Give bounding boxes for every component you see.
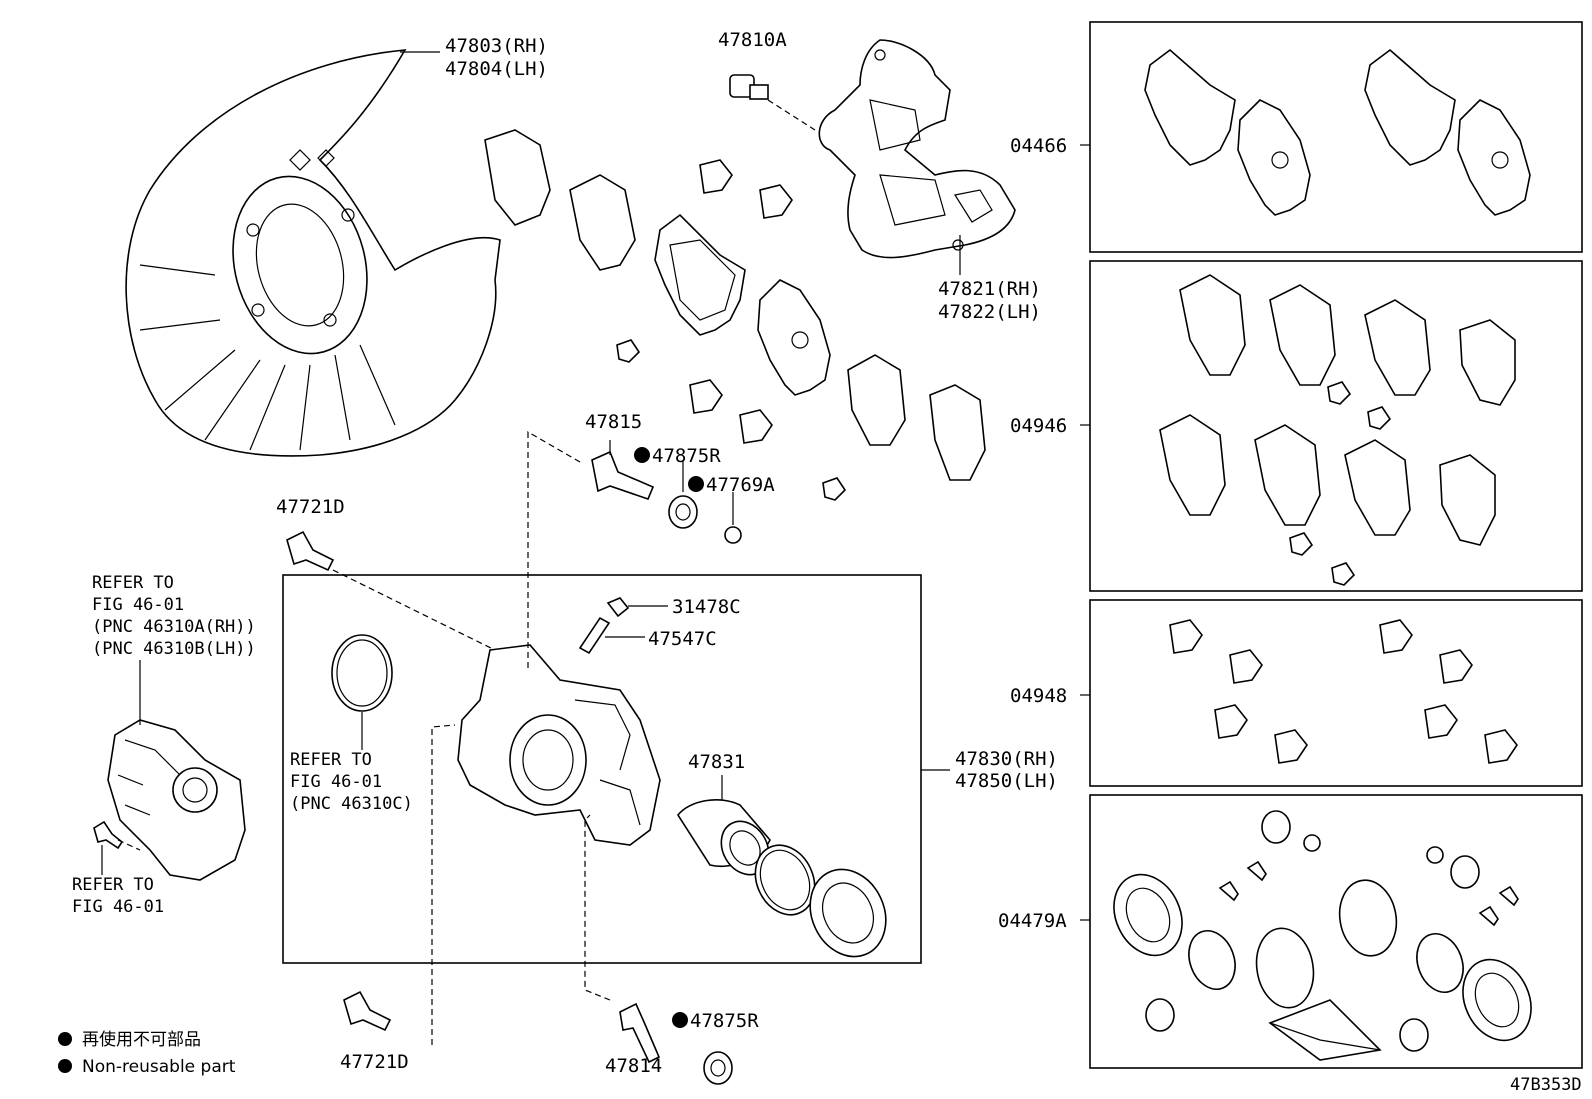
parking-brake-actuator[interactable] xyxy=(107,719,246,881)
pad-support-clip-4[interactable] xyxy=(739,409,773,444)
kit-box-shims xyxy=(1089,260,1583,592)
refer-seal-line1: REFER TO xyxy=(290,750,372,770)
label-kit-shims: 04946 xyxy=(1010,415,1067,437)
leader-pin-upper-caliper xyxy=(527,430,581,668)
leader-bolt-lower-caliper xyxy=(431,724,456,1045)
kit-pads-contents[interactable] xyxy=(1144,48,1531,216)
label-caliper-lh: 47850(LH) xyxy=(955,770,1058,792)
brake-pad-outer[interactable] xyxy=(654,213,746,336)
legend-text-jp: 再使用不可部品 xyxy=(82,1029,201,1050)
label-bleeder: 47547C xyxy=(648,628,717,650)
refer-actuator-line2: FIG 46-01 xyxy=(92,595,184,615)
label-bolt-left-lower: 47721D xyxy=(340,1051,409,1073)
caliper-seal-ring[interactable] xyxy=(331,634,393,712)
brake-pad-inner[interactable] xyxy=(757,279,831,396)
label-kit-pads: 04466 xyxy=(1010,135,1067,157)
dust-shield[interactable] xyxy=(125,49,501,457)
leader-47810a-bracket xyxy=(767,99,816,131)
piston-seal[interactable] xyxy=(744,836,825,925)
boot-47875r-lower[interactable] xyxy=(703,1051,733,1085)
bleeder-cap-31478c[interactable] xyxy=(606,597,630,618)
refer-actuator-line4: (PNC 46310B(LH)) xyxy=(92,639,256,659)
label-piston: 47831 xyxy=(688,751,745,773)
caliper-body[interactable] xyxy=(457,644,661,846)
refer-seal-line3: (PNC 46310C) xyxy=(290,794,413,814)
refer-seal-line2: FIG 46-01 xyxy=(290,772,382,792)
anti-squeal-shim-2[interactable] xyxy=(569,174,636,271)
label-kit-clips: 04948 xyxy=(1010,685,1067,707)
label-pin-lower: 47814 xyxy=(605,1055,662,1077)
figure-id: 47B353D xyxy=(1510,1075,1582,1095)
kit-box-clips xyxy=(1089,599,1583,787)
nonreusable-marker-cap xyxy=(688,476,704,492)
label-cap: 47769A xyxy=(706,474,775,496)
pad-support-clip-1[interactable] xyxy=(699,159,733,194)
leader-bolt-upper-caliper xyxy=(332,569,506,656)
legend-text-en: Non-reusable part xyxy=(82,1057,236,1077)
wear-indicator-1[interactable] xyxy=(616,339,641,363)
leader-actuator-bolt xyxy=(117,839,141,851)
label-kit-seals: 04479A xyxy=(998,910,1067,932)
guide-pin-47815[interactable] xyxy=(591,450,655,500)
caliper-mounting-bracket[interactable] xyxy=(818,39,1016,259)
label-bleeder-cap: 31478C xyxy=(672,596,741,618)
pad-support-clip-3[interactable] xyxy=(689,379,723,414)
anti-squeal-shim-1[interactable] xyxy=(484,129,551,226)
bleeder-plug-47547c[interactable] xyxy=(578,616,611,655)
refer-bolt-line1: REFER TO xyxy=(72,875,154,895)
bolt-47721d-upper[interactable] xyxy=(286,530,335,572)
refer-bolt-line2: FIG 46-01 xyxy=(72,897,164,917)
wear-indicator-2[interactable] xyxy=(822,477,847,501)
boot-47875r-upper[interactable] xyxy=(668,495,698,529)
label-boot-lower: 47875R xyxy=(690,1010,759,1032)
bolt-47810a[interactable] xyxy=(729,74,769,100)
label-caliper-rh: 47830(RH) xyxy=(955,748,1058,770)
kit-seals-contents[interactable] xyxy=(1101,810,1544,1061)
dust-boot[interactable] xyxy=(796,857,899,969)
actuator-bolt[interactable] xyxy=(93,820,124,850)
label-pin-upper: 47815 xyxy=(585,411,642,433)
legend-marker-en xyxy=(58,1059,72,1073)
leader-pin-lower-caliper xyxy=(584,814,611,1001)
label-bolt-left-upper: 47721D xyxy=(276,496,345,518)
refer-actuator-line1: REFER TO xyxy=(92,573,174,593)
anti-squeal-shim-3[interactable] xyxy=(847,354,906,446)
nonreusable-marker-boot-upper xyxy=(634,447,650,463)
kit-box-seals xyxy=(1089,794,1583,1069)
kit-clips-contents[interactable] xyxy=(1169,619,1518,764)
label-shield-rh: 47803(RH) xyxy=(445,35,548,57)
label-bolt-top: 47810A xyxy=(718,29,787,51)
anti-squeal-shim-4[interactable] xyxy=(929,384,986,481)
label-shield-lh: 47804(LH) xyxy=(445,58,548,80)
guide-pin-47814[interactable] xyxy=(619,1002,661,1064)
label-mounting-lh: 47822(LH) xyxy=(938,301,1041,323)
refer-actuator-line3: (PNC 46310A(RH)) xyxy=(92,617,256,637)
nonreusable-marker-boot-lower xyxy=(672,1012,688,1028)
label-mounting-rh: 47821(RH) xyxy=(938,278,1041,300)
caliper-assembly-box xyxy=(282,574,922,964)
legend-marker-jp xyxy=(58,1032,72,1046)
kit-box-pads xyxy=(1089,21,1583,253)
kit-shims-contents[interactable] xyxy=(1159,274,1516,586)
bolt-47721d-lower[interactable] xyxy=(343,990,392,1032)
label-boot-upper: 47875R xyxy=(652,445,721,467)
cap-47769a[interactable] xyxy=(724,526,742,544)
pad-support-clip-2[interactable] xyxy=(759,184,793,219)
